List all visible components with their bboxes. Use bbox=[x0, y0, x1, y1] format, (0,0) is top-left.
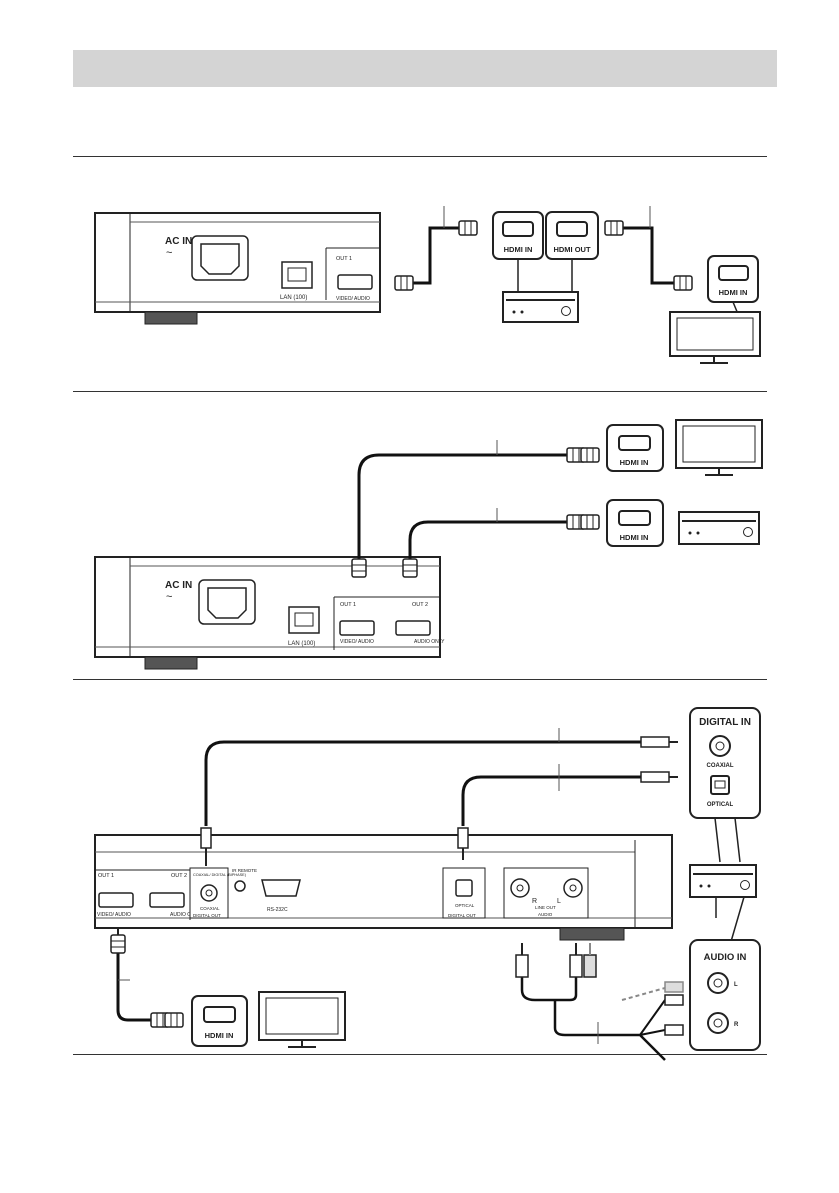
player-rear-panel-wide: OUT 1 OUT 2 VIDEO/ AUDIO AUDIO ONLY COAX… bbox=[94, 834, 673, 941]
line-out-label: LINE OUT bbox=[535, 905, 556, 910]
av-receiver-icon bbox=[689, 864, 757, 898]
player-rear-panel: AC IN ~ LAN (100) OUT 1 VIDEO/ AUDIO bbox=[94, 212, 381, 325]
divider-panel2-3 bbox=[73, 679, 767, 680]
line-out-r-label: R bbox=[532, 898, 537, 905]
out1-label: OUT 1 bbox=[98, 873, 114, 879]
tv-hdmi-in-label: HDMI IN bbox=[620, 458, 649, 467]
tv-icon bbox=[669, 311, 761, 364]
ac-in-label: AC IN bbox=[165, 236, 192, 247]
ir-remote-label: IR REMOTE bbox=[232, 868, 257, 873]
receiver-hdmi-in-label: HDMI IN bbox=[504, 245, 533, 254]
coax-biphase-label: COAXIAL/ DIGITAL (BIPHASE) bbox=[193, 873, 247, 877]
hdmi-audio-only-label: AUDIO ONLY bbox=[414, 639, 445, 645]
svg-text:~: ~ bbox=[166, 591, 172, 603]
svg-text:~: ~ bbox=[166, 247, 172, 259]
av-receiver-icon bbox=[502, 291, 579, 323]
audio-in-r-label: R bbox=[734, 1022, 739, 1028]
rs232c-label: RS-232C bbox=[267, 907, 288, 913]
receiver-hdmi-in-label: HDMI IN bbox=[620, 533, 649, 542]
hdmi-video-audio-label: VIDEO/ AUDIO bbox=[340, 639, 374, 645]
optical-port-label: OPTICAL bbox=[455, 903, 475, 908]
panel1: AC IN ~ LAN (100) OUT 1 VIDEO/ AUDIO HDM… bbox=[94, 206, 761, 364]
tv-hdmi-in-port: HDMI IN bbox=[606, 424, 664, 472]
player-rear-panel: AC IN ~ LAN (100) OUT 1 OUT 2 VIDEO/ AUD… bbox=[94, 556, 445, 670]
out1-label: OUT 1 bbox=[340, 602, 356, 608]
panel3: OUT 1 OUT 2 VIDEO/ AUDIO AUDIO ONLY COAX… bbox=[94, 707, 761, 1061]
line-out-l-label: L bbox=[557, 898, 561, 905]
optical-label: OPTICAL bbox=[707, 802, 734, 808]
digital-in-panel: DIGITAL IN COAXIAL OPTICAL bbox=[689, 707, 761, 819]
audio-label: AUDIO bbox=[538, 912, 553, 917]
tv-hdmi-in-label: HDMI IN bbox=[719, 288, 748, 297]
digital-out-label: DIGITAL OUT bbox=[448, 913, 476, 918]
divider-top bbox=[73, 156, 767, 157]
tv-hdmi-in-port: HDMI IN bbox=[707, 255, 759, 303]
ac-in-label: AC IN bbox=[165, 580, 192, 591]
receiver-hdmi-out-port: HDMI OUT bbox=[545, 211, 599, 260]
tv-hdmi-in-port: HDMI IN bbox=[191, 995, 248, 1047]
audio-in-l-label: L bbox=[734, 982, 738, 988]
tv-hdmi-in-label: HDMI IN bbox=[205, 1031, 234, 1040]
out2-label: OUT 2 bbox=[412, 602, 428, 608]
section-header-bar bbox=[73, 50, 777, 87]
hdmi-video-audio-label: VIDEO/ AUDIO bbox=[97, 912, 131, 918]
lan-label: LAN (100) bbox=[280, 295, 307, 301]
audio-in-label: AUDIO IN bbox=[704, 952, 747, 963]
coaxial-label: COAXIAL bbox=[707, 763, 734, 769]
receiver-hdmi-out-label: HDMI OUT bbox=[553, 245, 590, 254]
digital-in-label: DIGITAL IN bbox=[699, 717, 751, 728]
divider-bottom bbox=[73, 1054, 767, 1055]
audio-in-panel: AUDIO IN L R bbox=[689, 939, 761, 1051]
tv-icon bbox=[258, 991, 346, 1048]
receiver-hdmi-in-port: HDMI IN bbox=[492, 211, 544, 260]
receiver-hdmi-in-port: HDMI IN bbox=[606, 499, 664, 547]
out1-label: OUT 1 bbox=[336, 256, 352, 262]
digital-out-label: DIGITAL OUT bbox=[193, 913, 221, 918]
divider-panel1-2 bbox=[73, 391, 767, 392]
tv-icon bbox=[675, 419, 763, 476]
out2-label: OUT 2 bbox=[171, 873, 187, 879]
panel2: AC IN ~ LAN (100) OUT 1 OUT 2 VIDEO/ AUD… bbox=[94, 419, 763, 670]
av-receiver-icon bbox=[678, 511, 760, 545]
coaxial-port-label: COAXIAL bbox=[200, 906, 220, 911]
hdmi-audio-only-label: AUDIO ONLY bbox=[170, 912, 201, 918]
lan-label: LAN (100) bbox=[288, 641, 315, 647]
hdmi-video-audio-label: VIDEO/ AUDIO bbox=[336, 296, 370, 302]
